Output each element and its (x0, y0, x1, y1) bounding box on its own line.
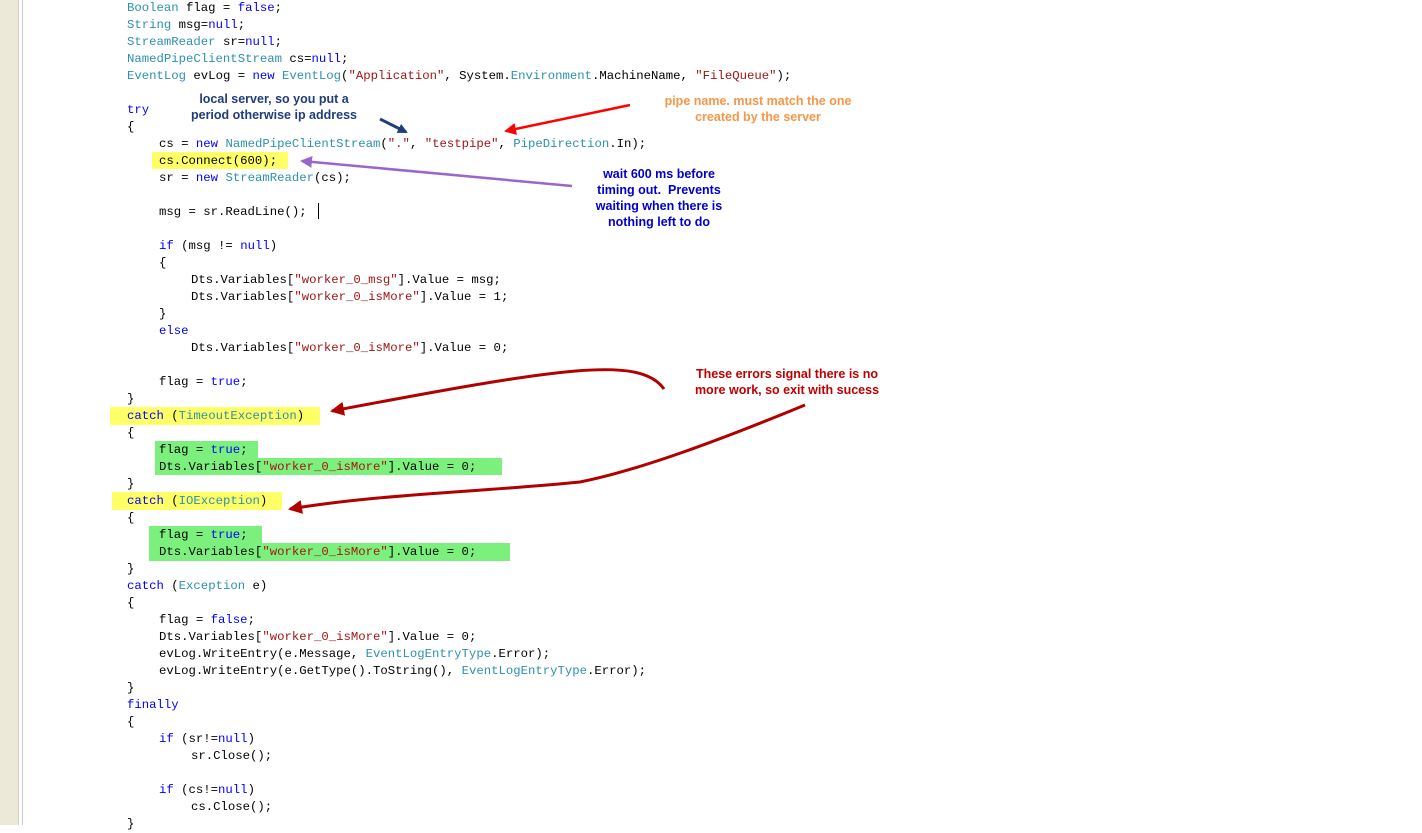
code-line: Dts.Variables["worker_0_isMore"].Value =… (191, 290, 509, 304)
highlight-io-flag (149, 526, 262, 543)
code-line: StreamReader sr=null; (127, 35, 283, 49)
highlight-catch-timeout (110, 407, 320, 425)
code-line: { (127, 426, 135, 440)
code-line: NamedPipeClientStream cs=null; (127, 52, 349, 66)
code-line: if (cs!=null) (159, 783, 255, 797)
code-line: { (127, 511, 135, 525)
arrow-wait (300, 155, 573, 188)
highlight-catch-io (112, 492, 282, 510)
highlight-connect (152, 152, 288, 169)
code-line: Boolean flag = false; (127, 1, 282, 15)
code-line: catch (Exception e) (127, 579, 268, 593)
annotation-wait: wait 600 ms before timing out. Prevents … (595, 167, 723, 229)
code-line: finally (127, 698, 179, 712)
code-line: catch (TimeoutException) (127, 409, 305, 423)
code-line: Dts.Variables["worker_0_isMore"].Value =… (159, 460, 477, 474)
annotation-errors: These errors signal there is no more wor… (694, 367, 880, 397)
code-line: evLog.WriteEntry(e.Message, EventLogEntr… (159, 647, 551, 661)
code-line: evLog.WriteEntry(e.GetType().ToString(),… (159, 664, 647, 678)
code-line: cs.Close(); (191, 800, 273, 814)
code-line: Dts.Variables["worker_0_isMore"].Value =… (159, 630, 477, 644)
highlight-timeout-flag (155, 441, 258, 458)
code-line: else (159, 324, 189, 338)
highlight-io-dts (149, 543, 510, 561)
arrow-local-server (379, 117, 408, 134)
code-line: } (127, 392, 135, 406)
code-line: cs = new NamedPipeClientStream(".", "tes… (159, 137, 647, 151)
code-line: flag = false; (159, 613, 255, 627)
code-line: Dts.Variables["worker_0_isMore"].Value =… (159, 545, 477, 559)
code-line: flag = true; (159, 443, 248, 457)
arrow-timeout (330, 368, 666, 416)
code-line: if (msg != null) (159, 239, 278, 253)
arrow-ioexception (288, 403, 806, 514)
code-line: { (127, 596, 135, 610)
code-line: Dts.Variables["worker_0_isMore"].Value =… (191, 341, 509, 355)
code-line: { (159, 256, 167, 270)
annotation-pipe-name: pipe name. must match the one created by… (664, 94, 852, 124)
arrow-pipe-name (504, 103, 631, 135)
code-line: } (127, 681, 135, 695)
code-line: flag = true; (159, 375, 248, 389)
code-line: msg = sr.ReadLine(); (159, 205, 307, 219)
gutter-divider (22, 0, 23, 825)
code-line: EventLog evLog = new EventLog("Applicati… (127, 69, 792, 83)
code-line: sr = new StreamReader(cs); (159, 171, 351, 185)
code-line: String msg=null; (127, 18, 246, 32)
code-line: if (sr!=null) (159, 732, 255, 746)
annotation-local-server: local server, so you put a period otherw… (190, 92, 357, 122)
code-line: } (159, 307, 167, 321)
code-line: sr.Close(); (191, 749, 273, 763)
highlight-timeout-dts (155, 458, 502, 475)
code-line: cs.Connect(600); (159, 154, 278, 168)
text-caret (318, 203, 319, 219)
editor-gutter (0, 0, 19, 825)
code-line: try (127, 103, 150, 117)
code-line: } (127, 817, 135, 831)
code-line: } (127, 562, 135, 576)
code-line: Dts.Variables["worker_0_msg"].Value = ms… (191, 273, 501, 287)
code-line: catch (IOException) (127, 494, 268, 508)
code-line: flag = true; (159, 528, 248, 542)
code-line: { (127, 120, 135, 134)
code-line: { (127, 715, 135, 729)
code-line: } (127, 477, 135, 491)
